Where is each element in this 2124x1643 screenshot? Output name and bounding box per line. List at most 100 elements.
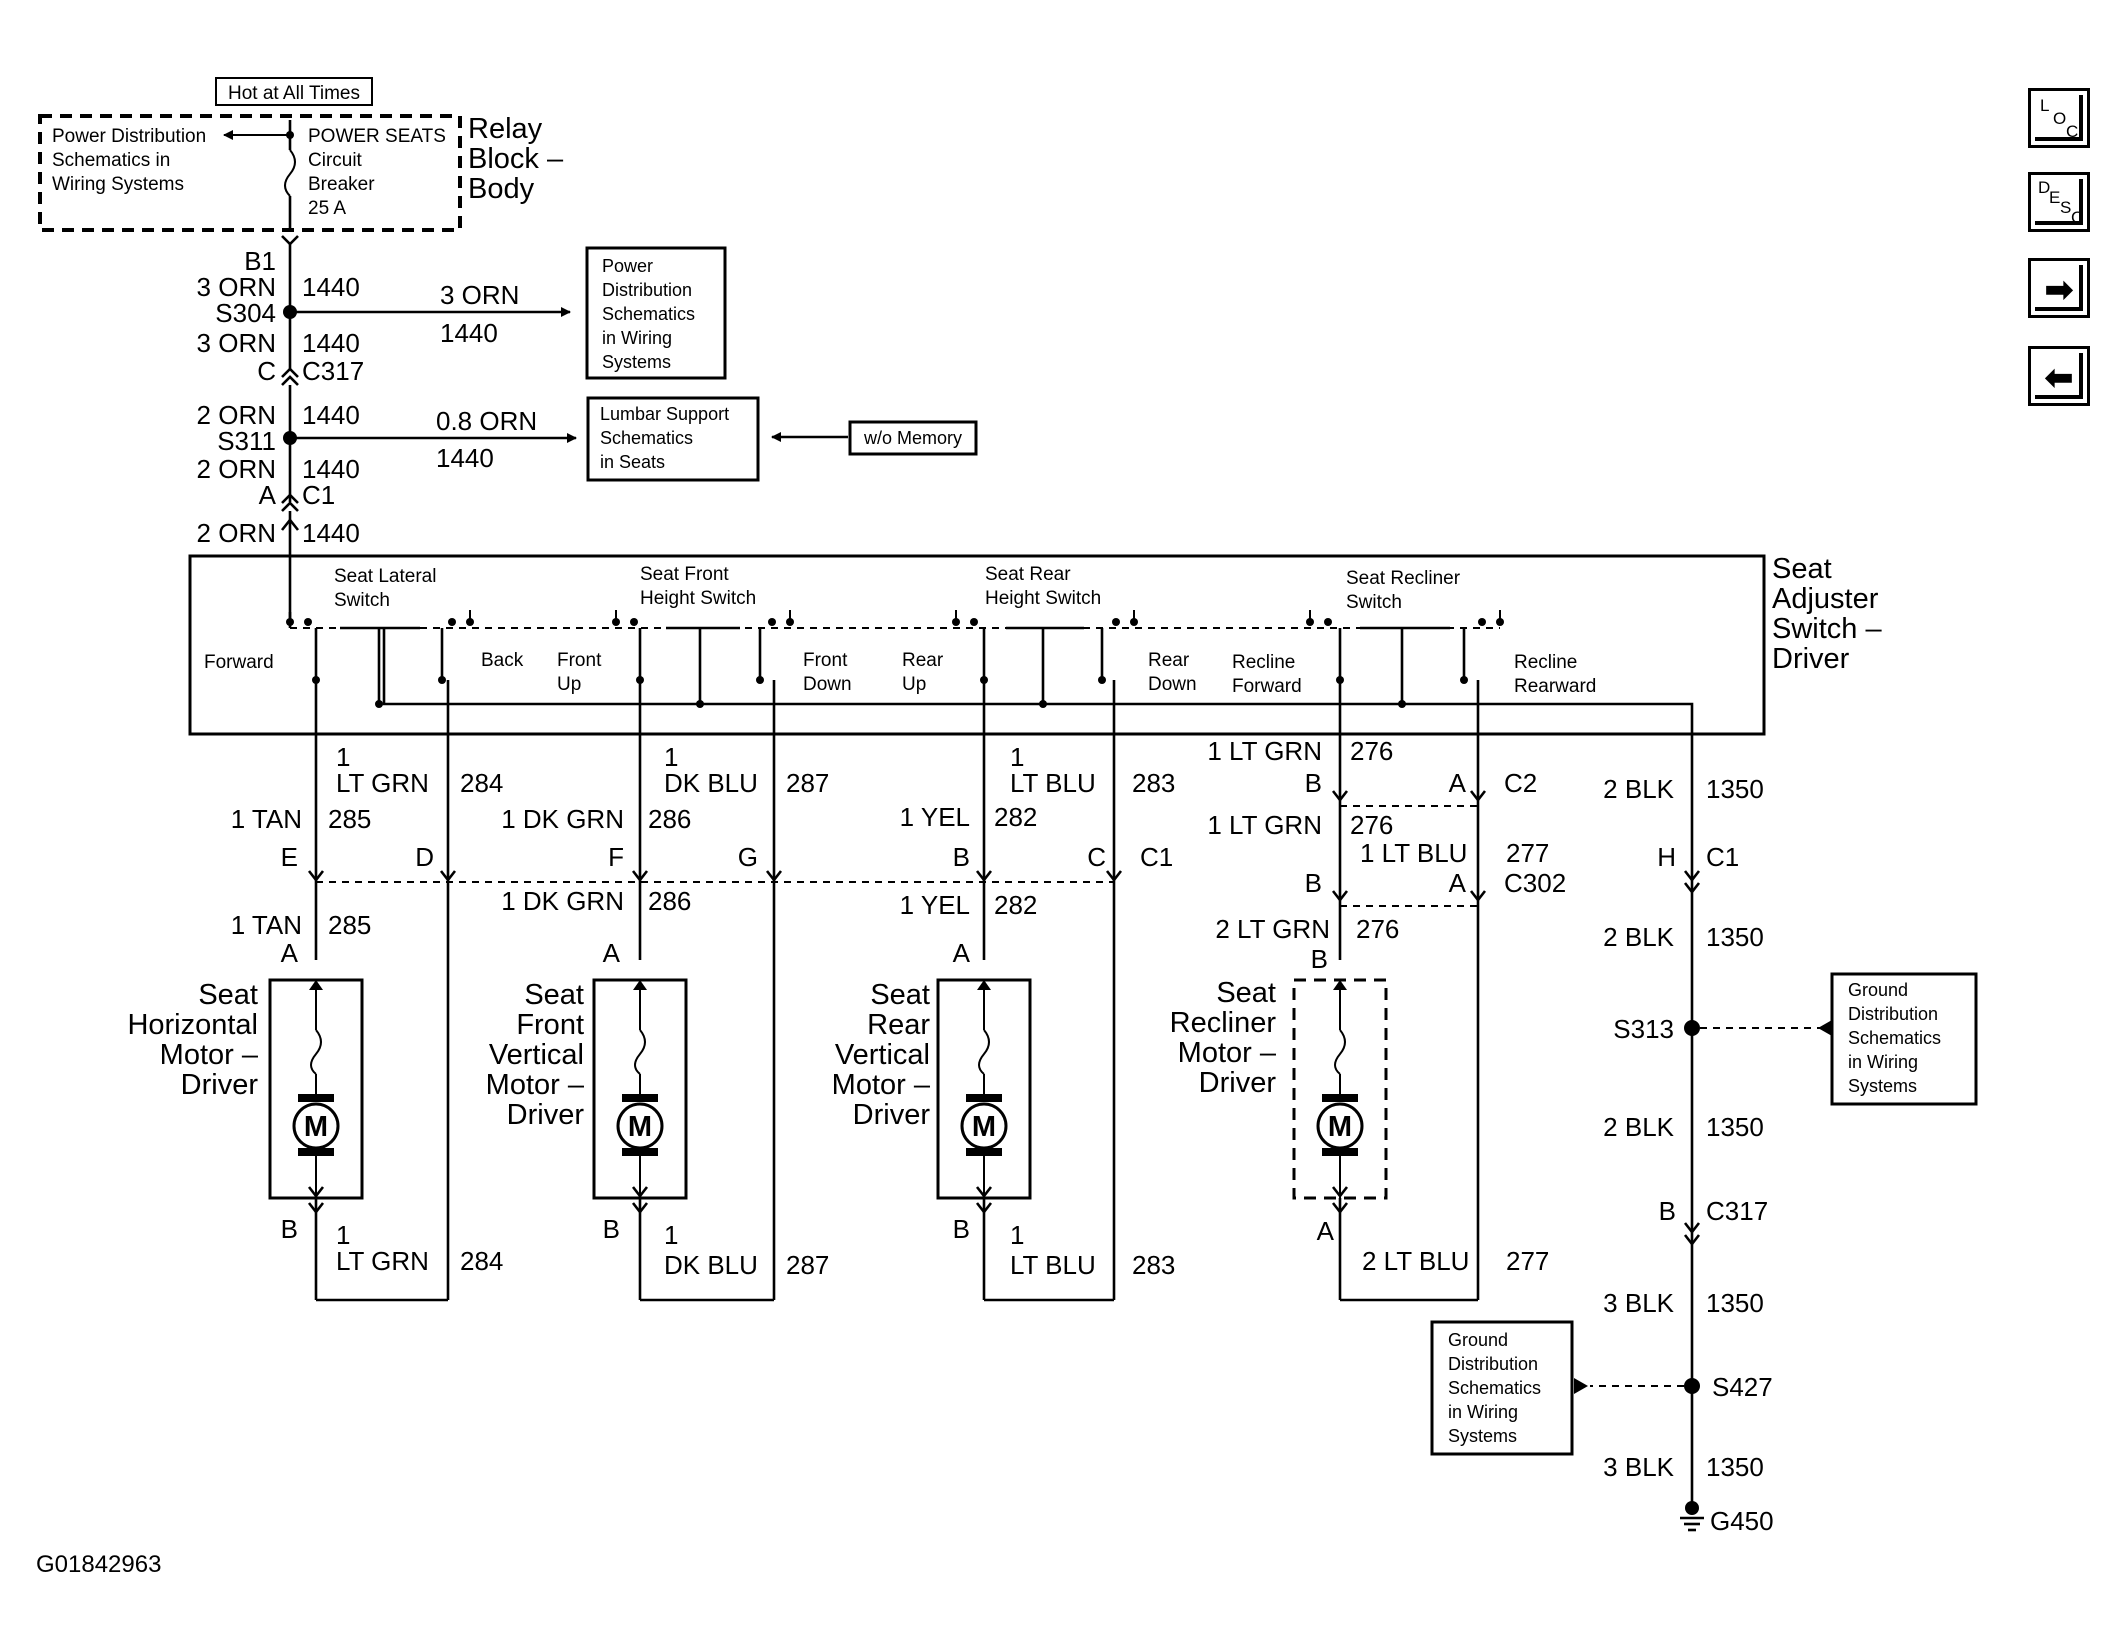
- brush-block: [298, 1148, 334, 1156]
- desc-button[interactable]: D E S C: [2028, 172, 2090, 232]
- desc-button-frame: [2035, 179, 2083, 225]
- arrow-head: [977, 980, 991, 990]
- feed-circuit-5: 1440: [302, 518, 360, 548]
- s304-label: S304: [215, 298, 276, 328]
- desc-char-s: S: [2060, 198, 2072, 217]
- relay-block-line2: Block –: [468, 143, 564, 175]
- motor-rc-3: Motor –: [1178, 1037, 1277, 1069]
- lat-285-a: 285: [328, 804, 371, 834]
- motor-h-3: Motor –: [160, 1039, 259, 1071]
- pd-top-line1: Power Distribution: [52, 126, 206, 147]
- fh-286-a: 286: [648, 804, 691, 834]
- motor-rv-5: Driver: [853, 1099, 931, 1131]
- brush-block: [966, 1094, 1002, 1102]
- rh-282-a: 282: [994, 802, 1037, 832]
- front-down-2: Down: [803, 674, 852, 695]
- conn-g: G: [738, 842, 758, 872]
- switch-terminal: [970, 618, 978, 626]
- breaker-line2: Circuit: [308, 150, 363, 171]
- gnd-1350-2: 1350: [1706, 922, 1764, 952]
- thermal-breaker: [978, 1029, 990, 1075]
- s313-label: S313: [1613, 1014, 1674, 1044]
- desc-char-d: D: [2038, 178, 2051, 197]
- branch1-circuit: 1440: [440, 318, 498, 348]
- rear-height-title-2: Height Switch: [985, 588, 1101, 609]
- pole-contact: [756, 676, 764, 684]
- switch-contacts: [286, 610, 1504, 708]
- gnd-1350-5: 1350: [1706, 1452, 1764, 1482]
- pd-mid-line5: Systems: [602, 352, 671, 372]
- lat-ltgrn-b: LT GRN: [336, 1246, 429, 1276]
- breaker-line4: 25 A: [308, 198, 346, 219]
- fh-286-b: 286: [648, 886, 691, 916]
- rc-ltblu-b: 2 LT BLU: [1362, 1246, 1469, 1276]
- motor-rv-3: Vertical: [835, 1039, 930, 1071]
- front-up-2: Up: [557, 674, 581, 695]
- rear-down-2: Down: [1148, 674, 1197, 695]
- gnd-blk-4: 3 BLK: [1603, 1288, 1674, 1318]
- rear-up-2: Up: [902, 674, 926, 695]
- breaker-line3: Breaker: [308, 174, 375, 195]
- connector-chevron: [1683, 882, 1701, 895]
- conn-a-lat: A: [281, 938, 299, 968]
- switch-terminal: [448, 618, 456, 626]
- lat-tan-a: 1 TAN: [231, 804, 302, 834]
- lat-one-a: 1: [336, 742, 350, 772]
- connector-chevron: [1683, 1234, 1701, 1247]
- motor-symbol: [616, 1102, 664, 1150]
- recline-fwd-1: Recline: [1232, 652, 1295, 673]
- connector-chevron: [1469, 790, 1487, 803]
- arrow-head: [633, 980, 647, 990]
- feed-circuit-2: 1440: [302, 328, 360, 358]
- b1-label: B1: [244, 246, 276, 276]
- rear-height-title-1: Seat Rear: [985, 564, 1071, 585]
- pd-mid-line2: Distribution: [602, 280, 692, 300]
- switch-title-line1: Seat: [1772, 553, 1832, 585]
- figure-id: G01842963: [36, 1551, 161, 1578]
- conn-c-rh: C: [1087, 842, 1106, 872]
- fh-dkblu-a: DK BLU: [664, 768, 758, 798]
- c1-feed-label: C1: [302, 480, 335, 510]
- ground1-line2: Distribution: [1848, 1004, 1938, 1024]
- thermal-breaker: [634, 1029, 646, 1075]
- next-button-frame: [2035, 265, 2083, 311]
- connector-chevron: [307, 870, 325, 883]
- motor-rv-1: Seat: [870, 979, 930, 1011]
- relay-block-line3: Body: [468, 173, 535, 205]
- hot-at-all-times-box: [215, 77, 373, 106]
- conn-c317-gnd: C317: [1706, 1196, 1768, 1226]
- switch-terminal: [1324, 618, 1332, 626]
- previous-page-button[interactable]: ⬅: [2028, 346, 2090, 406]
- motor-h-4: Driver: [181, 1069, 259, 1101]
- conn-b-rc-1: B: [1305, 768, 1322, 798]
- loc-button[interactable]: L O C: [2028, 88, 2090, 148]
- switch-title-line2: Adjuster: [1772, 583, 1879, 615]
- feed-circuit-1: 1440: [302, 272, 360, 302]
- c317-label: C317: [302, 356, 364, 386]
- gnd-blk-2: 2 BLK: [1603, 922, 1674, 952]
- front-height-title-1: Seat Front: [640, 564, 729, 585]
- fh-dkgrn-b: 1 DK GRN: [501, 886, 624, 916]
- motor-rc-1: Seat: [1216, 977, 1276, 1009]
- loc-char-c: C: [2066, 122, 2079, 141]
- rc-ltgrn-b: 1 LT GRN: [1207, 810, 1322, 840]
- lat-one-b: 1: [336, 1220, 350, 1250]
- connector-chevron: [1331, 1202, 1349, 1215]
- switch-terminal: [768, 618, 776, 626]
- ground1-line5: Systems: [1848, 1076, 1917, 1096]
- conn-c302: C302: [1504, 868, 1566, 898]
- motor-fv-5: Driver: [507, 1099, 585, 1131]
- feed-wire-5: 2 ORN: [197, 518, 276, 548]
- connector-chevron: [307, 1202, 325, 1215]
- connector-chevron: [1331, 1186, 1349, 1199]
- ground-ref-box-2: [1430, 1320, 1574, 1456]
- connector-chevron: [1683, 870, 1701, 883]
- relay-block-dashed-box: [38, 114, 462, 232]
- next-page-button[interactable]: ➡: [2028, 258, 2090, 318]
- rc-277-a: 277: [1506, 838, 1549, 868]
- conn-b-rh-top: B: [953, 842, 970, 872]
- gnd-1350-1: 1350: [1706, 774, 1764, 804]
- s427-splice: [1684, 1378, 1700, 1394]
- rc-276-c: 276: [1356, 914, 1399, 944]
